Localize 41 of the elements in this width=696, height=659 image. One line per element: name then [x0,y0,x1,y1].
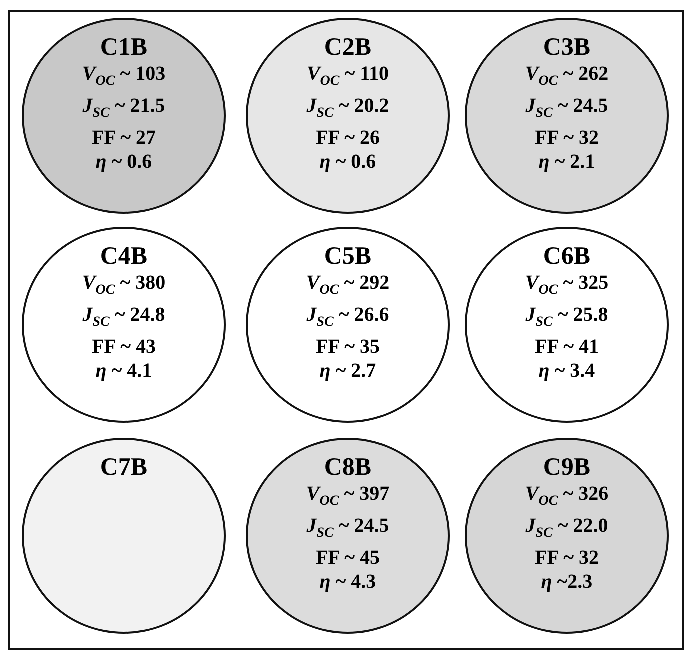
measurement-text: FF ~ 45 [316,546,380,570]
sample-name: C8B [324,454,372,482]
measurement-text: FF ~ 43 [92,335,156,359]
measurement-text: J$_{SC}$ ~ 24.5 [306,514,390,543]
measurement-text: η ~ 2.1 [538,150,596,174]
measurement-text: η ~ 0.6 [96,150,152,174]
measurement-text: η ~ 0.6 [320,150,376,174]
measurement-text: η ~ 4.3 [320,570,376,594]
measurement-text: V$_{OC}$ ~ 103 [82,62,166,91]
measurement-text: FF ~ 32 [534,546,600,570]
sample-name: C5B [324,243,372,271]
measurement-text: V$_{OC}$ ~ 326 [525,482,609,511]
measurement-text: V$_{OC}$ ~ 380 [82,271,166,300]
measurement-text: J$_{SC}$ ~ 25.8 [526,303,608,332]
sample-name: C4B [100,243,148,271]
measurement-text: FF ~ 26 [316,126,380,150]
measurement-text: J$_{SC}$ ~ 21.5 [82,94,166,123]
measurement-text: J$_{SC}$ ~ 20.2 [306,94,390,123]
measurement-text: FF ~ 27 [92,126,156,150]
measurement-text: V$_{OC}$ ~ 325 [525,271,609,300]
measurement-text: V$_{OC}$ ~ 292 [306,271,390,300]
measurement-text: FF ~ 32 [534,126,600,150]
measurement-text: η ~ 2.7 [320,359,376,383]
measurement-text: η ~2.3 [541,570,593,594]
measurement-text: η ~ 4.1 [96,359,152,383]
measurement-text: J$_{SC}$ ~ 24.5 [526,94,608,123]
measurement-text: J$_{SC}$ ~ 22.0 [526,514,608,543]
sample-name: C7B [100,454,148,482]
measurement-text: J$_{SC}$ ~ 26.6 [306,303,390,332]
measurement-text: η ~ 3.4 [538,359,596,383]
sample-name: C9B [543,454,591,482]
measurement-text: FF ~ 35 [316,335,380,359]
measurement-text: FF ~ 41 [534,335,600,359]
measurement-text: V$_{OC}$ ~ 262 [525,62,609,91]
sample-name: C2B [324,34,372,62]
sample-name: C3B [543,34,591,62]
sample-name: C1B [100,34,148,62]
sample-name: C6B [543,243,591,271]
measurement-text: J$_{SC}$ ~ 24.8 [82,303,166,332]
measurement-text: V$_{OC}$ ~ 397 [306,482,390,511]
measurement-text: V$_{OC}$ ~ 110 [306,62,390,91]
